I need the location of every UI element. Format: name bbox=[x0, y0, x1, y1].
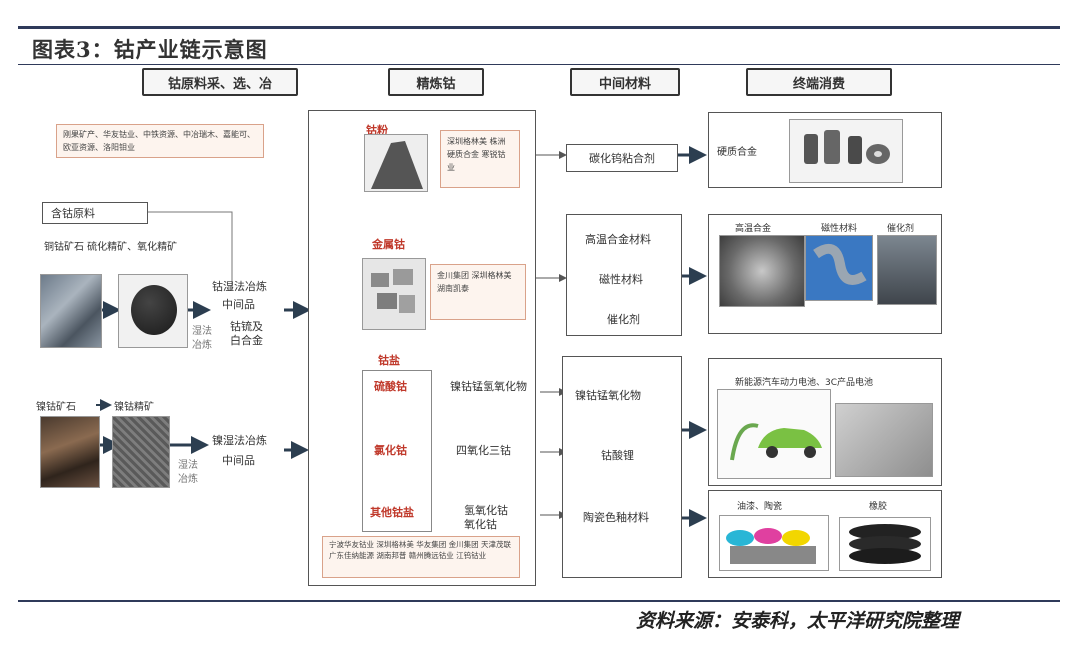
salts-companies-text: 宁波华友钴业 深圳格林美 华友集团 金川集团 天津茂联 广东佳纳能源 湖南邦普 … bbox=[329, 540, 512, 560]
mining-companies-box: 刚果矿产、华友钴业、中铁资源、中冶瑞木、嘉能可、欧亚资源、洛阳钼业 bbox=[56, 124, 264, 158]
wet-label-3: 湿法 bbox=[178, 460, 198, 471]
raw-material-box: 含钴原料 bbox=[42, 202, 148, 224]
rubber-label: 橡胶 bbox=[869, 502, 888, 512]
process-nickel-wet: 镍湿法冶炼 bbox=[212, 434, 267, 447]
phone-battery-image bbox=[835, 403, 933, 477]
paint-rubber-box: 油漆、陶瓷 橡胶 bbox=[708, 490, 942, 578]
metal-companies-text: 金川集团 深圳格林美 湖南凯泰 bbox=[437, 271, 512, 293]
wet-label-4: 冶炼 bbox=[178, 474, 198, 485]
tires-image bbox=[839, 517, 931, 571]
sulfate-output: 镍钴锰氢氧化物 bbox=[450, 380, 527, 393]
other-salts-label: 其他钴盐 bbox=[370, 506, 414, 519]
carbide-binder-box: 碳化钨粘合剂 bbox=[566, 144, 678, 172]
raw-material-label: 含钴原料 bbox=[51, 207, 95, 220]
turbine-image bbox=[719, 235, 805, 307]
top-rule bbox=[18, 26, 1060, 29]
magnetic-material-label: 磁性材料 bbox=[599, 273, 643, 286]
nmc-oxide-label: 镍钴锰氧化物 bbox=[575, 389, 641, 402]
nickel-concentrate-image bbox=[112, 416, 170, 488]
t-catalyst-label: 催化剂 bbox=[887, 224, 915, 234]
catalyst-plant-image bbox=[877, 235, 937, 305]
cobalt-powder-label: 钴粉 bbox=[366, 124, 388, 137]
cobalt-powder-image bbox=[364, 134, 428, 192]
other-output-1: 氢氧化钴 bbox=[464, 504, 508, 517]
alloy-terminal-box: 高温合金 磁性材料 催化剂 bbox=[708, 214, 942, 334]
figure-title: 图表3：钴产业链示意图 bbox=[32, 37, 268, 62]
nickel-cobalt-ore-label: 镍钴矿石 bbox=[36, 402, 76, 413]
hard-alloy-image bbox=[789, 119, 903, 183]
magnet-image bbox=[805, 235, 873, 301]
hard-alloy-label: 硬质合金 bbox=[717, 147, 757, 158]
alloy-group-box: 高温合金材料 磁性材料 催化剂 bbox=[566, 214, 682, 336]
title-rule bbox=[18, 64, 1060, 65]
header-intermediate: 中间材料 bbox=[570, 68, 680, 96]
process-intermediate-2: 中间品 bbox=[222, 454, 255, 467]
powder-companies-text: 深圳格林美 株洲硬质合金 寒锐钴业 bbox=[447, 137, 506, 172]
header-terminal: 终端消费 bbox=[746, 68, 892, 96]
bottom-rule bbox=[18, 600, 1060, 602]
carbide-binder-label: 碳化钨粘合剂 bbox=[589, 152, 655, 165]
process-intermediate-1: 中间品 bbox=[222, 298, 255, 311]
mining-companies-text: 刚果矿产、华友钴业、中铁资源、中冶瑞木、嘉能可、欧亚资源、洛阳钼业 bbox=[63, 130, 255, 152]
ceramic-glaze-label: 陶瓷色釉材料 bbox=[583, 511, 649, 524]
concentrate-image bbox=[118, 274, 188, 348]
cobalt-sulfate-label: 硫酸钴 bbox=[374, 380, 407, 393]
wet-label-2: 冶炼 bbox=[192, 340, 212, 351]
battery-materials-box: 镍钴锰氧化物 钴酸锂 陶瓷色釉材料 bbox=[562, 356, 682, 578]
cobalt-salts-label: 钴盐 bbox=[378, 354, 400, 367]
t-superalloy-label: 高温合金 bbox=[735, 224, 772, 234]
cobalt-chloride-label: 氯化钴 bbox=[374, 444, 407, 457]
copper-cobalt-ore-image bbox=[40, 274, 102, 348]
metal-companies-box: 金川集团 深圳格林美 湖南凯泰 bbox=[430, 264, 526, 320]
paint-ceramic-label: 油漆、陶瓷 bbox=[737, 502, 783, 512]
header-mining: 钴原料采、选、冶 bbox=[142, 68, 298, 96]
paint-cans-image bbox=[719, 515, 829, 571]
cobalt-metal-image bbox=[362, 258, 426, 330]
hard-alloy-box: 硬质合金 bbox=[708, 112, 942, 188]
source-note: 资料来源：安泰科，太平洋研究院整理 bbox=[636, 610, 960, 632]
ore-list: 铜钴矿石 硫化精矿、氧化精矿 bbox=[44, 242, 178, 253]
nickel-ore-image bbox=[40, 416, 100, 488]
ev-car-image bbox=[717, 389, 831, 479]
lco-label: 钴酸锂 bbox=[601, 449, 634, 462]
wet-label-1: 湿法 bbox=[192, 326, 212, 337]
catalyst-label: 催化剂 bbox=[607, 313, 640, 326]
cobalt-metal-label: 金属钴 bbox=[372, 238, 405, 251]
process-cobalt-wet: 钴湿法冶炼 bbox=[212, 280, 267, 293]
powder-companies-box: 深圳格林美 株洲硬质合金 寒锐钴业 bbox=[440, 130, 520, 188]
header-refined: 精炼钴 bbox=[388, 68, 484, 96]
process-matte: 钴锍及 bbox=[230, 320, 263, 333]
salts-companies-box: 宁波华友钴业 深圳格林美 华友集团 金川集团 天津茂联 广东佳纳能源 湖南邦普 … bbox=[322, 536, 520, 578]
other-output-2: 氧化钴 bbox=[464, 518, 497, 531]
nickel-cobalt-concentrate-label: 镍钴精矿 bbox=[114, 402, 154, 413]
battery-terminal-box: 新能源汽车动力电池、3C产品电池 bbox=[708, 358, 942, 486]
battery-label: 新能源汽车动力电池、3C产品电池 bbox=[735, 378, 874, 388]
chloride-output: 四氧化三钴 bbox=[456, 444, 511, 457]
process-white-alloy: 白合金 bbox=[230, 334, 263, 347]
t-magnetic-label: 磁性材料 bbox=[821, 224, 858, 234]
superalloy-label: 高温合金材料 bbox=[585, 233, 651, 246]
salts-group-box bbox=[362, 370, 432, 532]
